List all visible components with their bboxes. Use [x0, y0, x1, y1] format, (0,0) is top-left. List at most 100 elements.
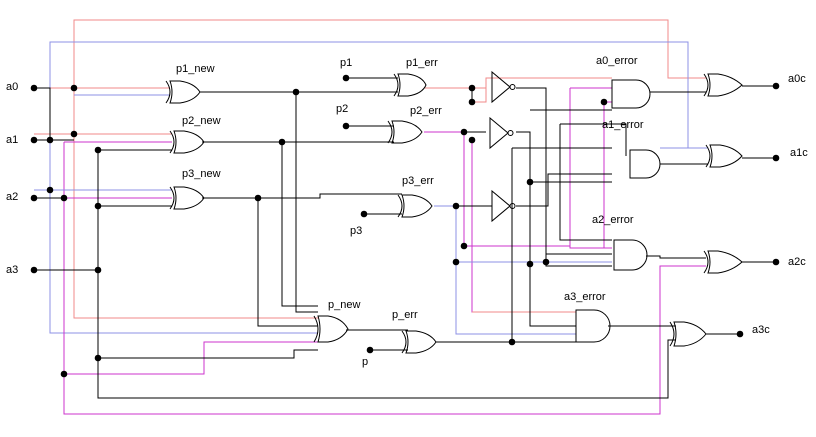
- inverter-1: [491, 70, 516, 104]
- p2-err-xor-gate: [387, 120, 423, 144]
- junction-dot: [278, 138, 286, 146]
- junction-dot: [60, 370, 68, 378]
- a2-error-and-gate: [613, 239, 648, 271]
- a0c-xor-gate: [703, 73, 743, 97]
- p3new-out: [202, 197, 318, 327]
- p3-new-xor-gate: [169, 186, 205, 210]
- inverter-3: [491, 189, 516, 223]
- junction-dot: [468, 84, 476, 92]
- junction-dot: [60, 194, 68, 202]
- junction-dot: [772, 258, 780, 266]
- output-label-a3c: a3c: [752, 324, 770, 336]
- junction-dot: [46, 136, 54, 144]
- blue-a3-error-in: [455, 262, 576, 335]
- labels: a0 a1 a2 a3 p1_new p2_new p3_new p_new p…: [6, 55, 808, 368]
- junction-dot: [30, 84, 38, 92]
- blue-a2-feedback-wire: [49, 140, 318, 334]
- junction-dot: [460, 242, 468, 250]
- junction-dot: [342, 74, 350, 82]
- junction-dot: [542, 258, 550, 266]
- output-label-a2c: a2c: [788, 256, 806, 268]
- input-label-a0: a0: [6, 81, 18, 93]
- p1-new-xor-gate: [165, 80, 201, 104]
- junction-dots: [30, 74, 780, 378]
- junction-dot: [772, 154, 780, 162]
- junction-dot: [94, 146, 102, 154]
- junction-dot: [366, 346, 374, 354]
- inv3-out: [516, 173, 612, 207]
- red-lower-feedback-wire: [73, 88, 318, 319]
- junction-dot: [360, 210, 368, 218]
- gate-label-p-err: p_err: [392, 309, 418, 321]
- p1-err-xor-gate: [393, 73, 427, 97]
- gate-label-p-new: p_new: [328, 299, 360, 311]
- junction-dot: [30, 194, 38, 202]
- gate-label-a3-error: a3_error: [564, 291, 606, 303]
- a3err-in-2: [529, 264, 576, 327]
- a0-bus: [34, 87, 51, 140]
- output-label-a1c: a1c: [790, 147, 808, 159]
- a2c-xor-gate: [703, 250, 743, 274]
- a1-error-and-gate: [629, 149, 661, 179]
- a3-to-pnew: [98, 349, 318, 359]
- input-label-p3: p3: [350, 225, 362, 237]
- gate-label-p3-err: p3_err: [402, 175, 434, 187]
- junction-dot: [30, 266, 38, 274]
- gate-label-p2-err: p2_err: [410, 105, 442, 117]
- junction-dot: [342, 122, 350, 130]
- gates: [165, 70, 743, 354]
- junction-dot: [70, 84, 78, 92]
- perr-out: [436, 148, 513, 343]
- p3-err-xor-gate: [397, 194, 433, 218]
- magenta-into-a0-error: [569, 88, 612, 249]
- p3new-to-p3err: [258, 193, 402, 199]
- gate-label-a0-error: a0_error: [596, 55, 638, 67]
- inverter-2: [489, 116, 514, 150]
- a2error-out: [646, 255, 706, 259]
- junction-dot: [94, 202, 102, 210]
- inv2-out: [516, 131, 531, 264]
- input-label-a2: a2: [6, 191, 18, 203]
- p1new-out: [200, 91, 318, 313]
- a3-vertical-bus: [97, 150, 676, 399]
- p2new-out: [202, 141, 318, 307]
- gate-label-p1-new: p1_new: [176, 63, 215, 75]
- input-label-p1: p1: [340, 57, 352, 69]
- red-into-a0-error-top: [472, 77, 612, 103]
- junction-dot: [600, 98, 608, 106]
- gate-label-a1-error: a1_error: [602, 119, 644, 131]
- junction-dot: [460, 128, 468, 136]
- junction-dot: [468, 136, 476, 144]
- input-label-a1: a1: [6, 134, 18, 146]
- junction-dot: [526, 178, 534, 186]
- junction-dot: [254, 194, 262, 202]
- magenta-a1-feedback-wire: [63, 142, 706, 415]
- junction-dot: [508, 338, 516, 346]
- p-err-xor-gate: [401, 330, 437, 354]
- junction-dot: [94, 266, 102, 274]
- junction-dot: [30, 136, 38, 144]
- junction-dot: [526, 260, 534, 268]
- red-a0-feedback-wire: [73, 19, 706, 88]
- a1err-in-3: [559, 124, 612, 241]
- p2-new-xor-gate: [169, 130, 205, 154]
- magenta-a2-error-in: [463, 132, 570, 247]
- junction-dot: [70, 130, 78, 138]
- input-label-p2: p2: [336, 103, 348, 115]
- gate-label-p1-err: p1_err: [406, 57, 438, 69]
- gate-label-p3-new: p3_new: [182, 168, 221, 180]
- junction-dot: [46, 186, 54, 194]
- junction-dot: [452, 202, 460, 210]
- p-new-xor-gate: [313, 315, 349, 343]
- junction-dot: [94, 354, 102, 362]
- a3-error-and-gate: [575, 309, 611, 343]
- a0-error-and-gate: [611, 79, 651, 109]
- input-label-a3: a3: [6, 264, 18, 276]
- junction-dot: [772, 82, 780, 90]
- junction-dot: [452, 258, 460, 266]
- junction-dot: [736, 330, 744, 338]
- junction-dot: [292, 88, 300, 96]
- output-label-a0c: a0c: [788, 73, 806, 85]
